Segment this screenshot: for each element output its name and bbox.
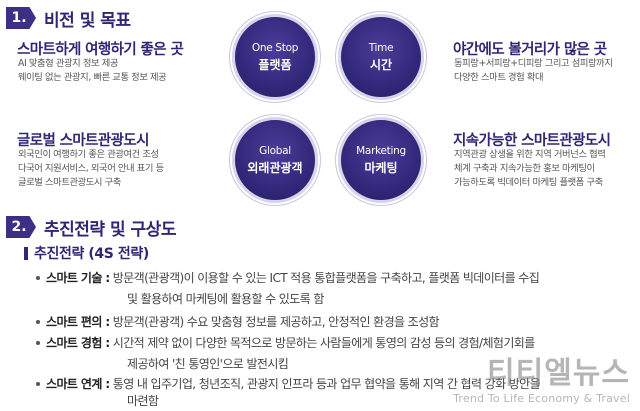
desc-line: 외국인이 여행하기 좋은 관광여건 조성 bbox=[18, 149, 159, 160]
section-2-number: 2. bbox=[6, 216, 36, 238]
item-text: 방문객(관광객)이 이용할 수 있는 ICT 적용 통합플랫폼을 구축하고, 플… bbox=[112, 271, 540, 285]
circle-ko-label: 플랫폼 bbox=[258, 57, 292, 72]
circle-ko-label: 시간 bbox=[369, 57, 393, 72]
section-2-header: 2. 추진전략 및 구상도 bbox=[6, 215, 176, 240]
desc-line: 다양한 스마트 경험 확대 bbox=[454, 72, 544, 83]
desc-line: 글로벌 스마트관광도시 구축 bbox=[18, 177, 121, 188]
section-2-title: 추진전략 및 구상도 bbox=[44, 219, 176, 240]
watermark-ko: 티티엘뉴스 bbox=[487, 356, 630, 391]
one-stop-platform-circle: One Stop 플랫폼 bbox=[232, 14, 318, 100]
item-label: 스마트 경험 : bbox=[46, 336, 110, 350]
vision-sustainable-city-title: 지속가능한 스마트관광도시 bbox=[453, 133, 611, 149]
item-text-cont: 제공하여 '친 통영인'으로 발전시킴 bbox=[127, 357, 289, 371]
strategy-title: 추진전략 (4S 전략) bbox=[34, 246, 149, 262]
section-1-number: 1. bbox=[6, 7, 36, 29]
item-text-cont: 마련함 bbox=[127, 394, 159, 408]
item-label: 스마트 기술 : bbox=[46, 271, 110, 285]
time-circle: Time 시간 bbox=[338, 14, 424, 100]
item-text-cont: 및 활용하여 마케팅에 활용할 수 있도록 함 bbox=[127, 292, 324, 306]
vision-night-attractions-title: 야간에도 볼거리가 많은 곳 bbox=[453, 42, 607, 58]
item-text: 방문객(관광객) 수요 맞춤형 정보를 제공하고, 안정적인 환경을 조성함 bbox=[112, 315, 440, 329]
bullet-dot bbox=[36, 340, 40, 345]
vision-global-city-title: 글로벌 스마트관광도시 bbox=[17, 133, 149, 149]
item-label: 스마트 연계 : bbox=[46, 377, 110, 391]
desc-line: 다국어 지원서비스, 외국어 안내 표기 등 bbox=[18, 163, 164, 174]
strategy-item-convenience: 스마트 편의 : 방문객(관광객) 수요 맞춤형 정보를 제공하고, 안정적인 … bbox=[36, 312, 640, 333]
section-1-title: 비전 및 목표 bbox=[44, 10, 131, 31]
desc-line: 동피랑+서피랑+디피랑 그리고 섬피랑까지 bbox=[454, 58, 613, 69]
desc-line: 웨이팅 없는 관광지, 빠른 교통 정보 제공 bbox=[18, 72, 167, 83]
strategy-item-tech: 스마트 기술 : 방문객(관광객)이 이용할 수 있는 ICT 적용 통합플랫폼… bbox=[36, 268, 640, 310]
item-text: 통영 내 입주기업, 청년조직, 관광지 인프라 등과 업무 협약을 통해 지역… bbox=[112, 377, 541, 391]
strategy-item-experience: 스마트 경험 : 시간적 제약 없이 다양한 목적으로 방문하는 사람들에게 통… bbox=[36, 333, 640, 375]
marketing-circle: Marketing 마케팅 bbox=[338, 117, 424, 203]
watermark: 티티엘뉴스 Trend To Life Economy & Travel bbox=[453, 348, 630, 405]
desc-line: 가능하도록 빅데이터 마케팅 플랫폼 구축 bbox=[454, 177, 603, 188]
circle-ko-label: 마케팅 bbox=[364, 160, 398, 175]
bullet-dot bbox=[36, 381, 40, 386]
item-text: 시간적 제약 없이 다양한 목적으로 방문하는 사람들에게 통영의 감성 등의 … bbox=[112, 336, 535, 350]
circle-en-label: Marketing bbox=[356, 144, 406, 157]
circle-en-label: Time bbox=[368, 41, 394, 54]
vision-global-city-desc: 외국인이 여행하기 좋은 관광여건 조성 다국어 지원서비스, 외국어 안내 표… bbox=[18, 148, 164, 190]
vision-night-attractions-desc: 동피랑+서피랑+디피랑 그리고 섬피랑까지 다양한 스마트 경험 확대 bbox=[454, 57, 613, 85]
item-label: 스마트 편의 : bbox=[46, 315, 110, 329]
subheader-marker bbox=[24, 246, 28, 260]
vision-smart-travel-desc: AI 맞춤형 관광지 정보 제공 웨이팅 없는 관광지, 빠른 교통 정보 제공 bbox=[18, 57, 167, 85]
bullet-dot bbox=[36, 275, 40, 280]
circle-en-label: One Stop bbox=[251, 41, 299, 54]
global-circle: Global 외래관광객 bbox=[232, 117, 318, 203]
circle-en-label: Global bbox=[259, 144, 291, 157]
bullet-dot bbox=[36, 319, 40, 324]
circle-ko-label: 외래관광객 bbox=[247, 160, 303, 175]
strategy-subheader: 추진전략 (4S 전략) bbox=[24, 243, 149, 263]
strategy-item-linkage: 스마트 연계 : 통영 내 입주기업, 청년조직, 관광지 인프라 등과 업무 … bbox=[36, 374, 640, 411]
vision-sustainable-city-desc: 지역관광 상생을 위한 지역 거버넌스 협력 체계 구축과 지속가능한 홍보 마… bbox=[454, 148, 606, 190]
section-1-header: 1. 비전 및 목표 bbox=[6, 6, 131, 31]
desc-line: AI 맞춤형 관광지 정보 제공 bbox=[18, 58, 119, 69]
watermark-en: Trend To Life Economy & Travel bbox=[453, 392, 630, 405]
vision-smart-travel-title: 스마트하게 여행하기 좋은 곳 bbox=[17, 42, 184, 58]
desc-line: 체계 구축과 지속가능한 홍보 마케팅이 bbox=[454, 163, 595, 174]
desc-line: 지역관광 상생을 위한 지역 거버넌스 협력 bbox=[454, 149, 606, 160]
